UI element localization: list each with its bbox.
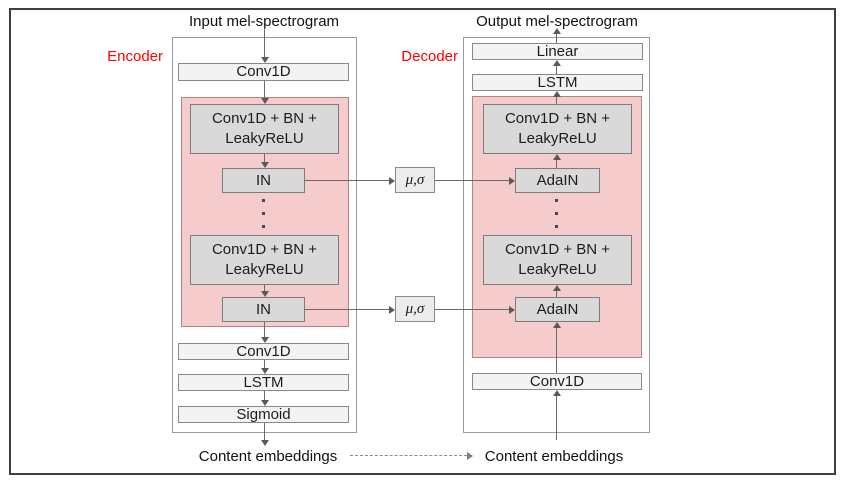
arrowhead-down — [261, 440, 269, 446]
arrowhead-up — [553, 322, 561, 328]
arrowhead-up — [553, 285, 561, 291]
encoder-content-embeddings-label: Content embeddings — [198, 448, 338, 465]
flow-line — [305, 180, 389, 181]
encoder-convbn-block-2: Conv1D + BN + LeakyReLU — [190, 235, 339, 285]
arrowhead-down — [261, 368, 269, 374]
flow-line — [556, 291, 557, 297]
flow-line — [264, 154, 265, 162]
arrowhead-up — [553, 28, 561, 34]
flow-line — [435, 309, 509, 310]
mu-sigma-box-2: μ,σ — [395, 296, 435, 322]
flow-line — [264, 28, 265, 57]
flow-line — [556, 97, 557, 104]
encoder-input-title: Input mel-spectrogram — [188, 13, 340, 30]
arrowhead-down — [261, 98, 269, 104]
decoder-ellipsis-dots — [555, 199, 558, 228]
decoder-convbn-block-2: Conv1D + BN + LeakyReLU — [483, 235, 632, 285]
flow-line — [264, 285, 265, 291]
flow-line — [556, 66, 557, 74]
decoder-label: Decoder — [401, 48, 458, 65]
arrowhead-up — [553, 91, 561, 97]
arrowhead-down — [261, 337, 269, 343]
flow-line — [305, 309, 389, 310]
encoder-ellipsis-dots — [262, 199, 265, 228]
arrowhead-down — [261, 291, 269, 297]
decoder-output-title: Output mel-spectrogram — [476, 13, 638, 30]
decoder-adain-block-1: AdaIN — [515, 168, 600, 193]
arrowhead-up — [553, 390, 561, 396]
flow-line — [556, 396, 557, 440]
flow-line — [556, 328, 557, 373]
encoder-conv1d-bottom-block: Conv1D — [178, 343, 349, 360]
arrowhead-right — [389, 306, 395, 314]
arrowhead-up — [553, 60, 561, 66]
encoder-conv1d-top-block: Conv1D — [178, 63, 349, 81]
decoder-adain-block-2: AdaIN — [515, 297, 600, 322]
flow-line — [264, 391, 265, 400]
encoder-lstm-block: LSTM — [178, 374, 349, 391]
arrowhead-down — [261, 400, 269, 406]
flow-line — [435, 180, 509, 181]
arrowhead-down — [261, 57, 269, 63]
flow-line — [264, 322, 265, 337]
decoder-lstm-block: LSTM — [472, 74, 643, 91]
decoder-linear-block: Linear — [472, 43, 643, 60]
encoder-in-block-1: IN — [222, 168, 305, 193]
encoder-label: Encoder — [107, 48, 163, 65]
flow-line — [556, 34, 557, 43]
content-embeddings-dashed-line — [350, 455, 467, 456]
encoder-sigmoid-block: Sigmoid — [178, 406, 349, 423]
diagram-frame — [9, 8, 836, 475]
mu-sigma-box-1: μ,σ — [395, 167, 435, 193]
arrowhead-right — [389, 177, 395, 185]
arrowhead-up — [553, 154, 561, 160]
content-embeddings-arrowhead — [467, 452, 473, 460]
decoder-convbn-block-1: Conv1D + BN + LeakyReLU — [483, 104, 632, 154]
flow-line — [264, 360, 265, 368]
decoder-conv1d-bottom-block: Conv1D — [472, 373, 642, 390]
arrowhead-down — [261, 162, 269, 168]
encoder-in-block-2: IN — [222, 297, 305, 322]
encoder-convbn-block-1: Conv1D + BN + LeakyReLU — [190, 104, 339, 154]
flow-line — [264, 81, 265, 98]
flow-line — [556, 160, 557, 168]
flow-line — [264, 423, 265, 440]
arrowhead-right — [509, 306, 515, 314]
decoder-content-embeddings-label: Content embeddings — [484, 448, 624, 465]
arrowhead-right — [509, 177, 515, 185]
